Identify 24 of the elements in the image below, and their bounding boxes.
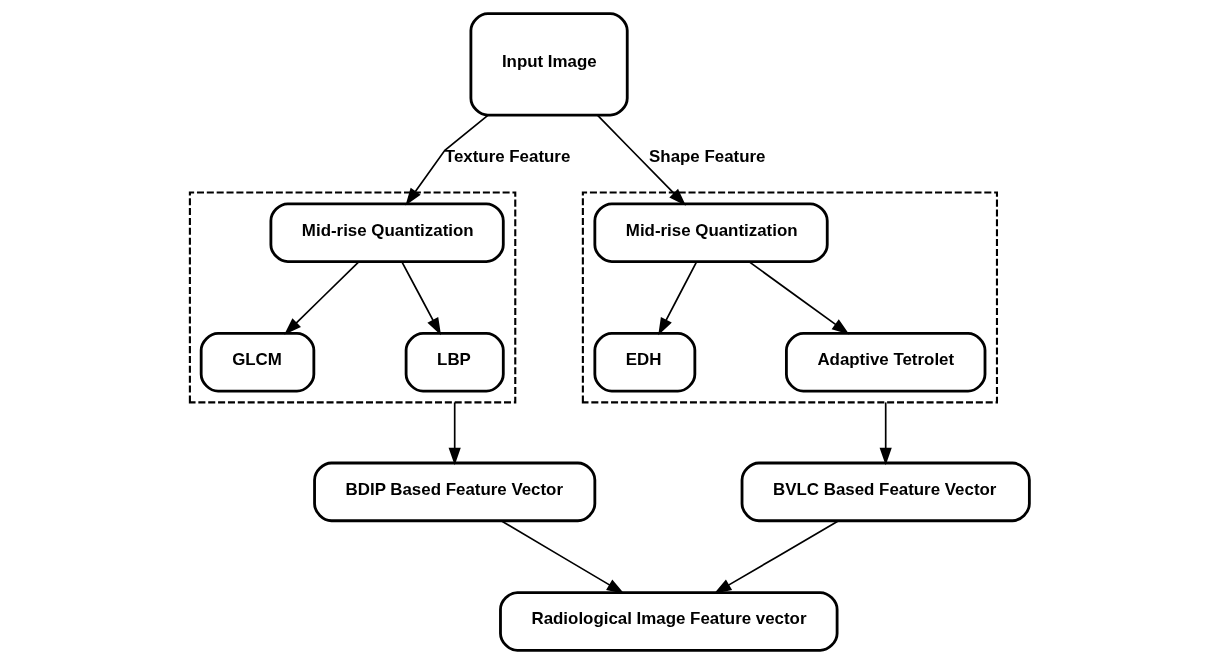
arrow <box>658 260 698 336</box>
arrow <box>748 260 850 335</box>
node-box: Adaptive Tetrolet <box>785 332 987 393</box>
arrow <box>500 519 625 594</box>
arrow <box>400 260 442 336</box>
arrow <box>713 519 840 594</box>
node-box: EDH <box>593 332 697 393</box>
node-box: Input Image <box>469 12 629 117</box>
arrow <box>405 114 489 206</box>
node-box: LBP <box>404 332 505 393</box>
arrow <box>448 401 461 466</box>
node-box: Radiological Image Feature vector <box>499 591 839 652</box>
arrow <box>879 401 892 466</box>
edge-label: Texture Feature <box>444 147 571 167</box>
edge-label: Shape Feature <box>649 147 766 167</box>
node-box: BVLC Based Feature Vector <box>740 461 1031 523</box>
arrow <box>284 260 360 335</box>
node-box: Mid-rise Quantization <box>593 202 829 263</box>
node-box: BDIP Based Feature Vector <box>313 461 597 523</box>
node-box: GLCM <box>199 332 316 393</box>
arrow <box>596 114 686 206</box>
cluster <box>581 191 999 404</box>
cluster <box>188 191 517 404</box>
node-box: Mid-rise Quantization <box>269 202 505 263</box>
